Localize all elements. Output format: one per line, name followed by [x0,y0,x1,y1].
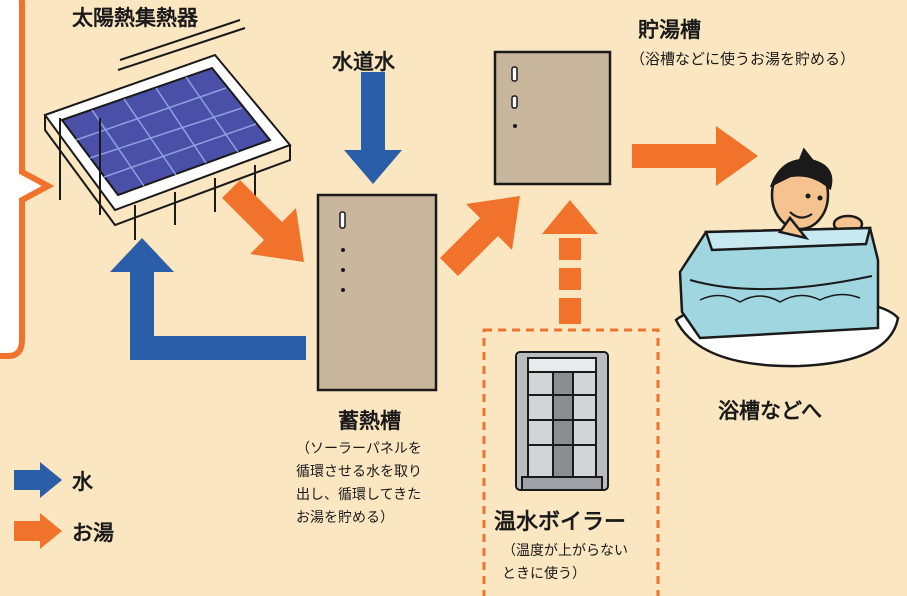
solar-collector-icon [43,19,292,240]
boiler-frame [482,328,660,596]
storage-tank-note: （浴槽などに使うお湯を貯める） [630,50,856,68]
storage-tank-label: 貯湯槽 [638,18,701,42]
heat-tank-note-4: お湯を貯める） [296,510,394,526]
tap-water-label: 水道水 [332,50,395,74]
heat-tank-note-1: （ソーラーパネルを [296,441,422,457]
heat-storage-tank-icon [316,193,438,392]
bathtub-icon [674,147,900,368]
boiler-note-1: （温度が上がらない [502,543,628,559]
heat-tank-label: 蓄熱槽 [338,409,401,433]
tank-to-storage-arrow [440,196,520,276]
legend-water-label: 水 [72,470,93,494]
callout-bubble [0,0,55,359]
orange-arrow-icon [14,513,62,549]
blue-arrow-icon [14,462,62,498]
boiler-icon [515,351,609,491]
tap-water-arrow [344,72,402,184]
collector-label: 太陽熱集熱器 [72,6,198,30]
bath-label: 浴槽などへ [718,399,822,423]
heat-tank-note-3: 出し、循環してきた [296,487,422,503]
boiler-label: 温水ボイラー [494,510,627,535]
heat-tank-note-2: 循環させる水を取り [296,464,422,480]
boiler-to-storage-arrow [542,200,598,324]
return-water-arrow [110,238,306,360]
boiler-note-2: ときに使う） [502,566,586,582]
collector-to-tank-arrow [222,180,304,262]
hot-water-tank-icon [493,50,612,186]
storage-to-bath-arrow [632,126,758,186]
legend-hot-water-label: お湯 [72,521,114,545]
